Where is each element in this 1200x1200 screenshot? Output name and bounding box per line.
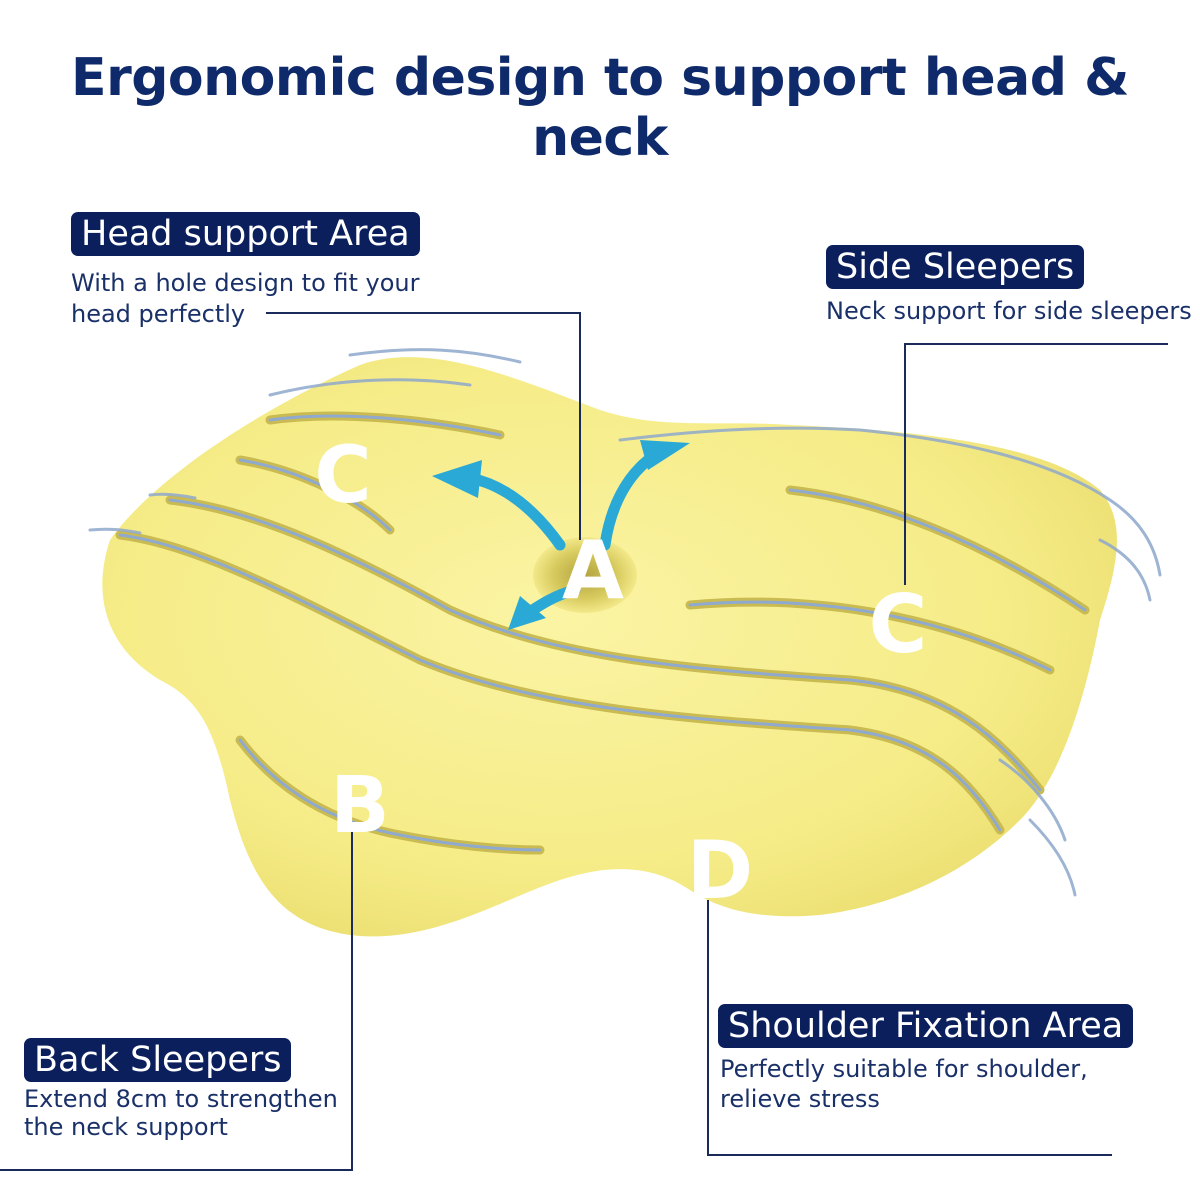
head-support-desc-line1: With a hole design to fit your [71, 269, 420, 297]
leader-lines [0, 312, 1168, 1171]
airflow-lines [88, 348, 1162, 897]
shoulder-fixation-badge: Shoulder Fixation Area [718, 1004, 1134, 1048]
pillow-grooves [115, 411, 1090, 855]
arrow-head-right-icon [640, 440, 690, 470]
letter-b: B [330, 761, 389, 851]
letter-a: A [562, 524, 624, 617]
back-sleepers-desc-line2: the neck support [24, 1113, 228, 1141]
letter-c-right: C [869, 578, 928, 671]
shoulder-fixation-desc-line2: relieve stress [720, 1085, 880, 1113]
head-support-desc-line2: head perfectly [71, 300, 246, 328]
letter-c-left: C [314, 431, 371, 521]
letter-d: D [687, 824, 753, 917]
arrow-head-down-icon [508, 596, 546, 630]
page-title: Ergonomic design to support head & neck [71, 48, 1129, 168]
shoulder-fixation-desc-line1: Perfectly suitable for shoulder, [720, 1055, 1088, 1083]
side-sleepers-desc-line1: Neck support for side sleepers [826, 297, 1192, 325]
back-sleepers-badge: Back Sleepers [24, 1038, 292, 1082]
back-sleepers-desc-line1: Extend 8cm to strengthen [24, 1085, 338, 1113]
arrow-head-left-icon [432, 460, 482, 498]
head-support-badge: Head support Area [71, 212, 420, 256]
side-sleepers-badge: Side Sleepers [826, 245, 1085, 289]
pillow-body [102, 357, 1117, 937]
